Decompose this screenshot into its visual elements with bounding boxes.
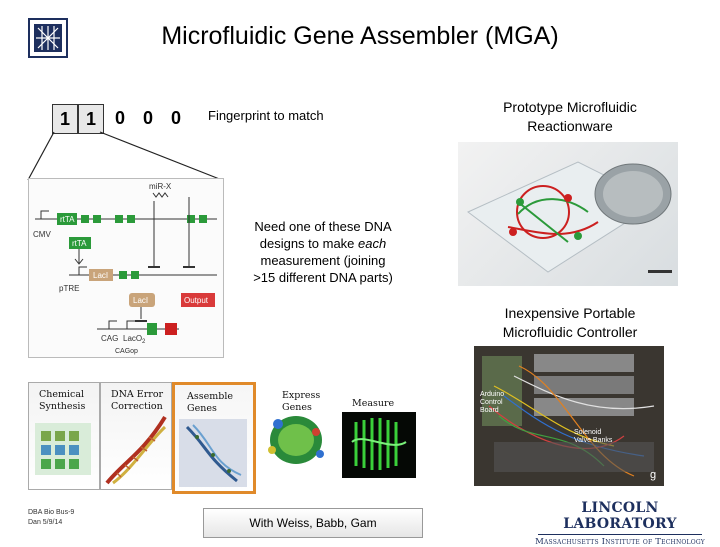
- lincoln-lab-logo: [28, 18, 68, 58]
- arduino-label-1: Arduino: [480, 391, 504, 398]
- svg-text:CAG: CAG: [101, 334, 118, 343]
- svg-text:pTRE: pTRE: [59, 284, 79, 293]
- step-measure: Measure: [338, 382, 420, 482]
- bit-5: 0: [170, 108, 181, 128]
- svg-text:rtTA: rtTA: [72, 239, 87, 248]
- reactionware-photo: [458, 142, 678, 286]
- valve-label-1: Solenoid: [574, 429, 601, 436]
- bit-4: 0: [142, 108, 153, 128]
- svg-text:CAGop: CAGop: [115, 348, 138, 355]
- svg-text:2: 2: [142, 339, 146, 345]
- svg-text:Output: Output: [184, 296, 209, 305]
- svg-text:LacI: LacI: [93, 271, 108, 280]
- arduino-label-2: Control: [480, 399, 503, 406]
- footer-credit: With Weiss, Babb, Gam: [203, 508, 423, 538]
- photo-g-label: g: [650, 469, 656, 481]
- controller-photo: Arduino Control Board Solenoid Valve Ban…: [474, 346, 664, 486]
- bit-3: 0: [114, 108, 125, 128]
- controller-title: Inexpensive Portable Microfluidic Contro…: [502, 305, 638, 340]
- need-dna-text: Need one of these DNA designs to make ea…: [253, 219, 393, 285]
- svg-text:LacO: LacO: [123, 334, 142, 343]
- arduino-label-3: Board: [480, 407, 499, 414]
- prototype-title: Prototype Microfluidic Reactionware: [503, 99, 637, 134]
- rtta-gene-1: [57, 213, 77, 225]
- gene-circuit-diagram: miR-X rtTA CMV rtTA LacI pTRE LacI: [28, 178, 224, 358]
- bit-1: 1: [52, 104, 78, 134]
- valve-label-2: Valve Banks: [574, 437, 613, 444]
- page-title: Microfluidic Gene Assembler (MGA): [161, 22, 559, 50]
- svg-text:CMV: CMV: [33, 230, 51, 239]
- bit-2: 1: [78, 104, 104, 134]
- svg-text:rtTA: rtTA: [60, 215, 75, 224]
- svg-text:LacI: LacI: [133, 296, 148, 305]
- mir-label: miR-X: [149, 182, 172, 191]
- footer-left: DBA Bio Bus-9 Dan 5/9/14: [28, 509, 75, 526]
- fingerprint-label: Fingerprint to match: [208, 108, 324, 123]
